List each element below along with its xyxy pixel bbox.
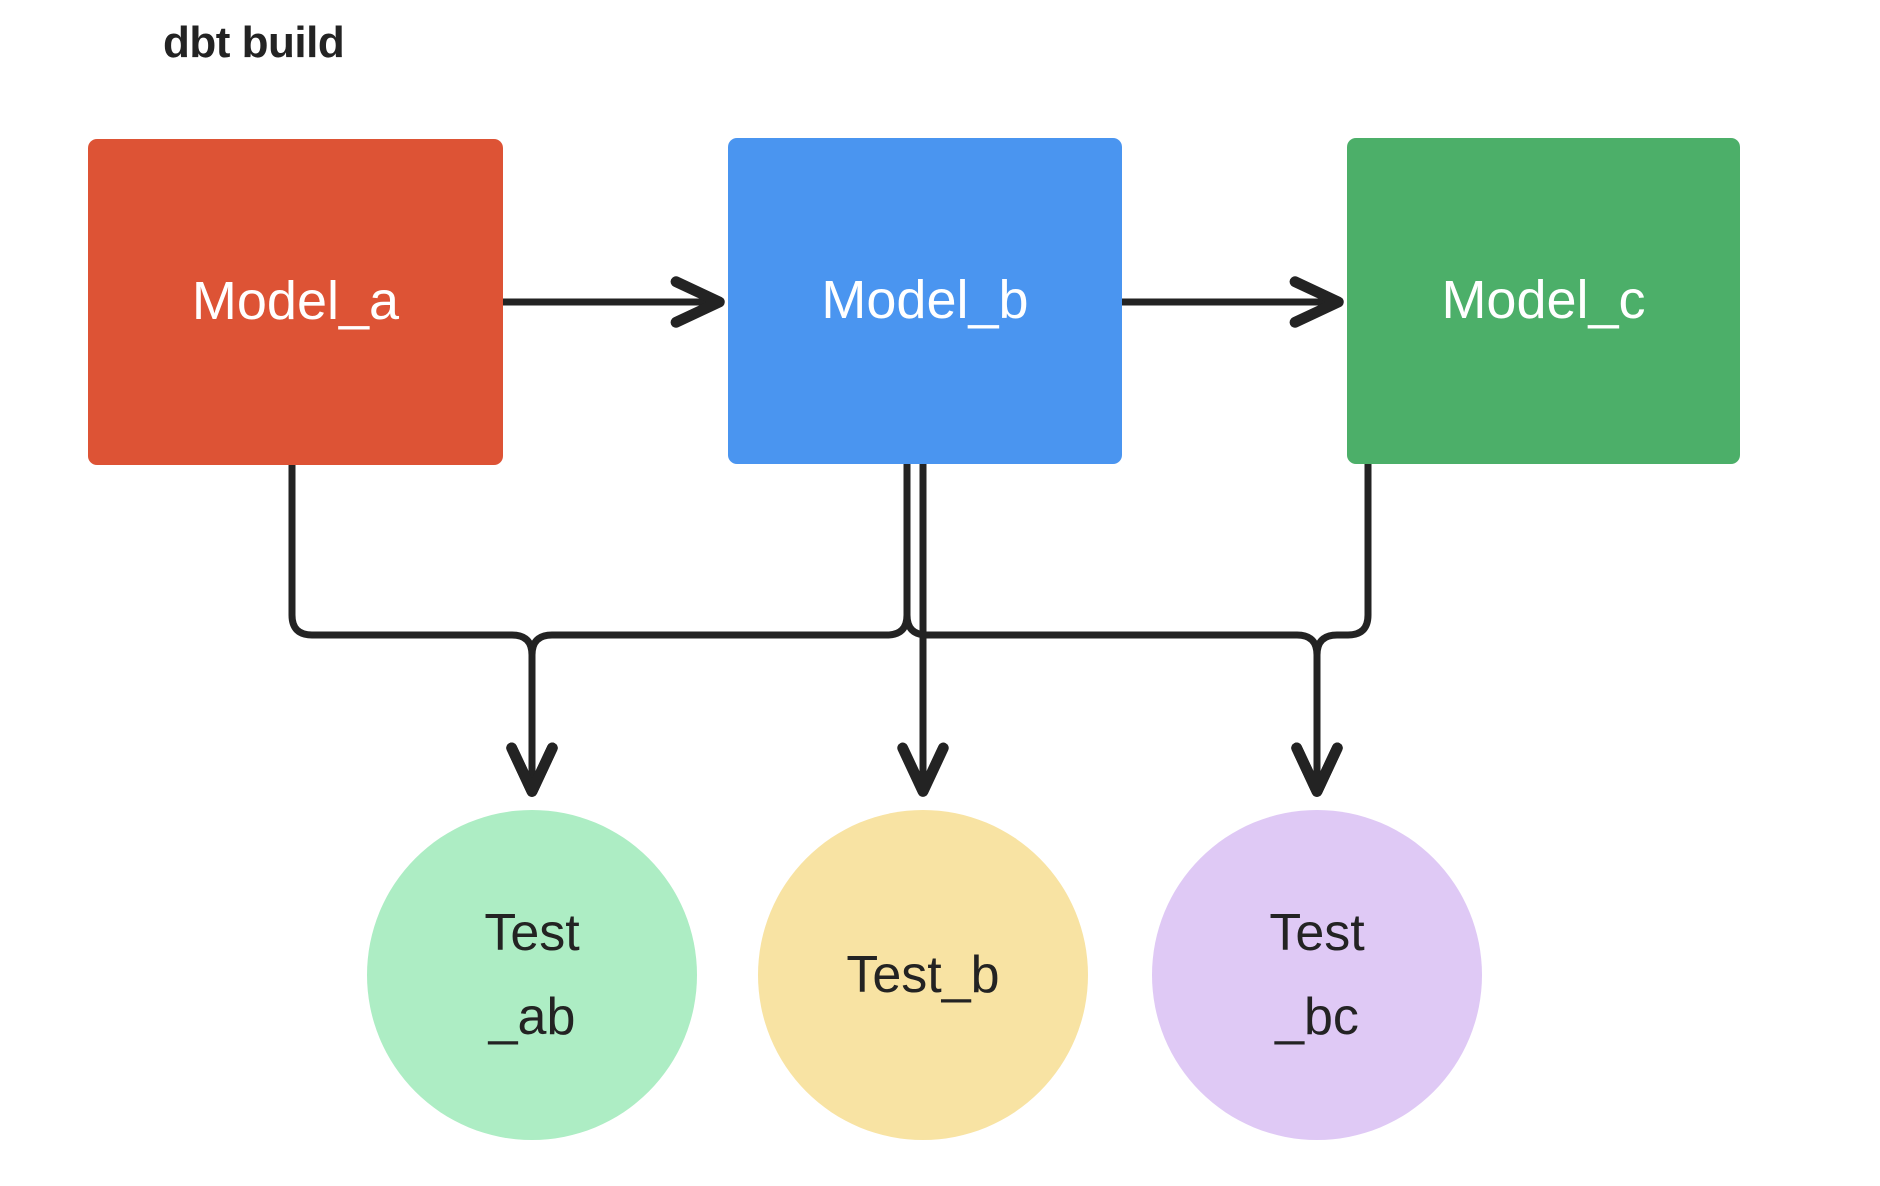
edge-model-b-to-test-bc [903,464,1343,797]
node-test-b-label-line1: Test_b [846,945,1000,1004]
node-test-b[interactable]: Test_b [758,810,1088,1140]
node-model-a-label: Model_a [191,271,400,332]
node-test-bc-label-line1: Test [1269,903,1365,962]
node-model-b[interactable]: Model_b [728,138,1122,464]
node-test-ab-label-line2: _ab [488,988,576,1046]
node-test-bc-label-line2: _bc [1275,988,1359,1046]
node-test-ab-label-line1: Test [484,903,580,962]
diagram-title: dbt build [163,18,345,67]
edge-model-c-to-test-bc [1291,464,1372,797]
node-model-c-label: Model_c [1441,270,1646,331]
node-model-c[interactable]: Model_c [1347,138,1740,464]
edge-model-a-to-test-ab [288,464,558,797]
node-model-b-label: Model_b [821,270,1029,331]
node-test-bc[interactable]: Test _bc [1152,810,1482,1140]
node-model-a[interactable]: Model_a [88,139,503,465]
node-test-ab[interactable]: Test _ab [367,810,697,1140]
edge-model-b-to-test-ab [506,464,911,797]
